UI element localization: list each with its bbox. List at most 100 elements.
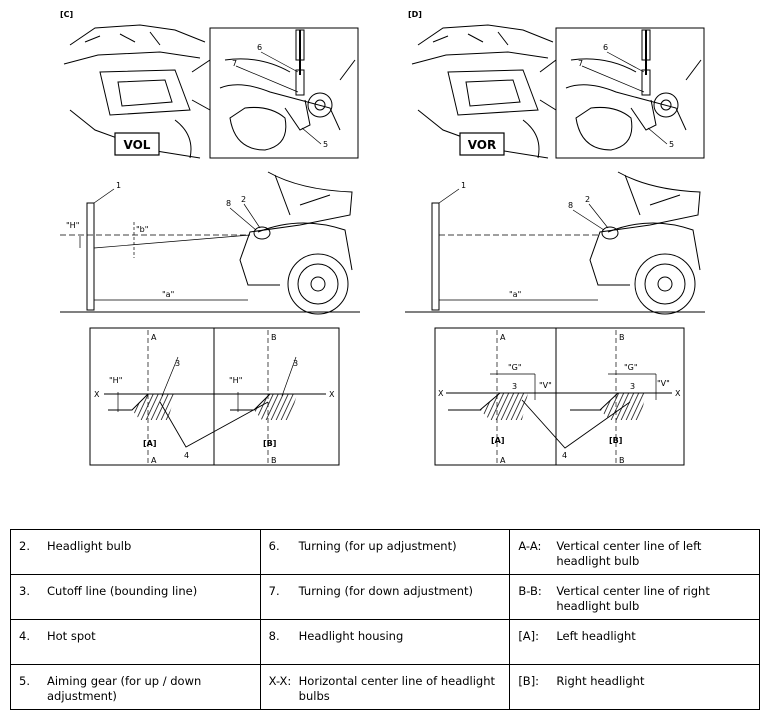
panel-d-bracket-a: [A] — [491, 436, 505, 445]
panel-d-tag: [D] — [408, 10, 422, 19]
panel-d-car-corner — [411, 24, 554, 159]
panel-d-side-view: 1 "a" — [405, 171, 705, 315]
legend-cell: 4. Hot spot — [10, 619, 261, 665]
panel-c-b-bottom: B — [271, 456, 277, 465]
panel-c-three-left: 3 — [175, 359, 180, 368]
panel-d-callout-8: 8 — [568, 201, 573, 210]
panel-c-tag: [C] — [60, 10, 73, 19]
panel-c-callout-5: 5 — [323, 140, 328, 149]
panel-c-b-top: B — [271, 333, 277, 342]
legend-table: 2. Headlight bulb 6. Turning (for up adjus… — [10, 529, 760, 710]
legend-text: Vertical center line of left headlight b… — [556, 539, 702, 568]
panel-c-four: 4 — [184, 451, 189, 460]
panel-d-detail-inset — [555, 27, 705, 159]
panel-c-vol-box — [114, 132, 160, 156]
legend-cell: B-B: Vertical center line of right headli… — [509, 574, 760, 620]
legend-text: Vertical center line of right headlight … — [556, 584, 710, 613]
panel-c-h-left: "H" — [109, 376, 122, 385]
panel-c-x-left: X — [94, 390, 100, 399]
panel-c-a-bottom: A — [151, 456, 157, 465]
legend-text: Headlight bulb — [47, 539, 132, 553]
panel-d-four: 4 — [562, 451, 567, 460]
panel-d-detail-drawing — [565, 29, 702, 151]
panel-c-measure-a: "a" — [162, 290, 174, 299]
legend-text: Turning (for down adjustment) — [298, 584, 474, 598]
panel-d-three-left: 3 — [512, 382, 517, 391]
panel-c-detail-inset — [209, 27, 359, 159]
legend-text: Horizontal center line of headlight bulb… — [298, 674, 496, 703]
legend-cell: A-A: Vertical center line of left headlig… — [509, 529, 760, 575]
legend-cell: [A]: Left headlight — [509, 619, 760, 665]
panel-c-h-right: "H" — [229, 376, 242, 385]
panel-c-callout-1: 1 — [116, 181, 121, 190]
headlight-aiming-figure: [C] VOL 6 7 5 — [60, 10, 705, 466]
panel-c-a-top: A — [151, 333, 157, 342]
legend-number: 2. — [19, 539, 30, 553]
panel-d-callout-2: 2 — [585, 195, 590, 204]
legend-number: A-A: — [518, 539, 542, 553]
legend-row: 2. Headlight bulb 6. Turning (for up adjus… — [10, 529, 760, 575]
legend-cell: 2. Headlight bulb — [10, 529, 261, 575]
panel-d-b-bottom: B — [619, 456, 625, 465]
panel-d-v-left: "V" — [539, 381, 552, 390]
panel-c-callout-8: 8 — [226, 199, 231, 208]
legend-text: Left headlight — [556, 629, 636, 643]
legend-number: 4. — [19, 629, 30, 643]
panel-d-callout-7: 7 — [578, 59, 583, 68]
panel-c-detail-drawing — [219, 29, 356, 151]
panel-d-a-top: A — [500, 333, 506, 342]
legend-number: 3. — [19, 584, 30, 598]
panel-d-callout-5: 5 — [669, 140, 674, 149]
legend-text: Cutoff line (bounding line) — [47, 584, 198, 598]
panel-c-three-right: 3 — [293, 359, 298, 368]
legend-cell: 8. Headlight housing — [259, 619, 511, 665]
legend-cell: X-X:Horizontal center line of headlight … — [259, 664, 511, 710]
panel-d-callout-1: 1 — [461, 181, 466, 190]
panel-c-callout-6: 6 — [257, 43, 262, 52]
legend-number: 8. — [268, 629, 280, 643]
panel-d-x-left: X — [438, 389, 444, 398]
panel-c-measure-h: "H" — [66, 221, 79, 230]
legend-cell: 7. Turning (for down adjustment) — [259, 574, 511, 620]
panel-d-measure-a: "a" — [509, 290, 521, 299]
panel-d-three-right: 3 — [630, 382, 635, 391]
panel-d-vor-label: VOR — [468, 138, 497, 152]
legend-text: Headlight housing — [298, 629, 404, 643]
panel-c-aiming-screen — [89, 327, 340, 466]
legend-cell: 5. Aiming gear (for up / down adjustment) — [10, 664, 261, 710]
legend-number: 7. — [268, 584, 280, 598]
panel-d: [D] VOR 6 7 5 — [405, 10, 705, 466]
panel-c-x-right: X — [329, 390, 335, 399]
legend-text: Hot spot — [47, 629, 96, 643]
panel-c-bracket-a: [A] — [143, 439, 157, 448]
panel-d-g-right: "G" — [624, 363, 638, 372]
panel-c-side-view: 1 "H" "b" "a" — [60, 171, 360, 315]
panel-d-a-bottom: A — [500, 456, 506, 465]
panel-d-x-right: X — [675, 389, 681, 398]
legend-text: Aiming gear (for up / down adjustment) — [47, 674, 202, 703]
legend-number: [A]: — [518, 629, 540, 643]
legend-cell: [B]:Right headlight — [509, 664, 760, 710]
panel-d-bracket-b: [B] — [609, 436, 622, 445]
panel-d-v-right: "V" — [657, 379, 670, 388]
panel-c-callout-2: 2 — [241, 195, 246, 204]
panel-d-b-top: B — [619, 333, 625, 342]
legend-number: [B]: — [518, 674, 540, 688]
panel-d-g-left: "G" — [508, 363, 522, 372]
panel-c-bracket-b: [B] — [263, 439, 276, 448]
legend-row: 5. Aiming gear (for up / down adjustment)… — [10, 664, 760, 710]
panel-c-measure-b: "b" — [136, 225, 148, 234]
legend-number: B-B: — [518, 584, 542, 598]
legend-number: 5. — [19, 674, 30, 688]
legend-row: 4. Hot spot 8. Headlight housing [A]: Left … — [10, 619, 760, 665]
panel-d-aiming-screen — [434, 327, 685, 466]
legend-cell: 6. Turning (for up adjustment) — [259, 529, 511, 575]
panel-c: [C] VOL 6 7 5 — [60, 10, 360, 466]
panel-c-vol-label: VOL — [124, 138, 151, 152]
legend-text: Turning (for up adjustment) — [298, 539, 457, 553]
panel-d-vor-box — [459, 132, 505, 156]
legend-row: 3. Cutoff line (bounding line) 7. Turning … — [10, 574, 760, 620]
legend-cell: 3. Cutoff line (bounding line) — [10, 574, 261, 620]
panel-c-callout-7: 7 — [232, 59, 237, 68]
legend-number: 6. — [268, 539, 280, 553]
